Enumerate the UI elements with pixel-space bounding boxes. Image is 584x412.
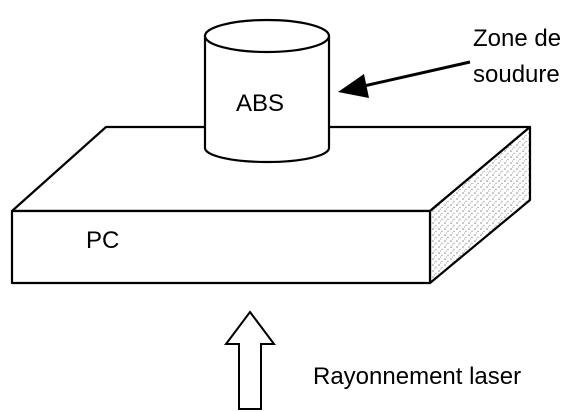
- abs-cylinder-body: [203, 34, 331, 164]
- abs-cylinder-top: [203, 18, 331, 54]
- pc-label: PC: [86, 227, 119, 254]
- weld-zone-arrow: [338, 60, 471, 98]
- abs-label: ABS: [236, 90, 284, 117]
- weld-zone-label-line1: Zone de: [473, 25, 561, 52]
- laser-label: Rayonnement laser: [313, 363, 521, 390]
- pc-plate: [10, 125, 532, 285]
- weld-zone-label-line2: soudure: [473, 61, 560, 88]
- pc-plate-front-face: [10, 209, 432, 285]
- laser-arrow: [224, 310, 276, 410]
- abs-cylinder: [203, 18, 331, 164]
